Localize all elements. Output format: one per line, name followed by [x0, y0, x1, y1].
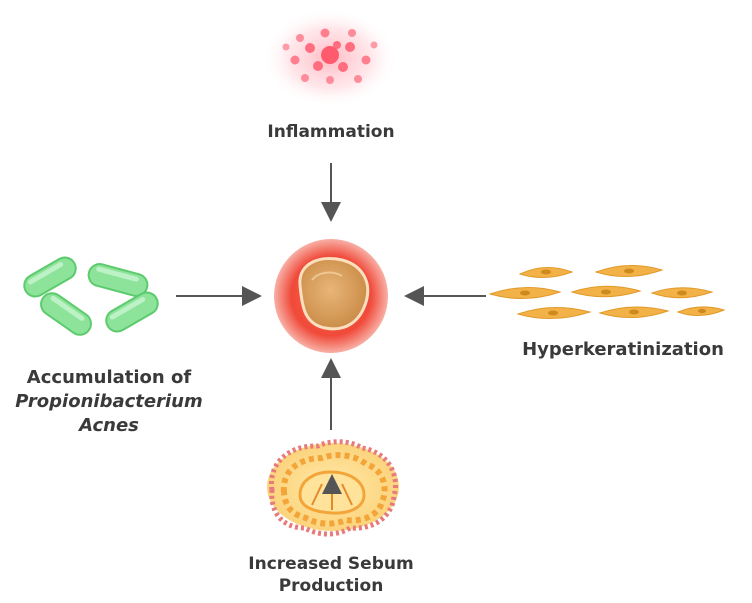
keratinocytes-icon	[488, 264, 726, 320]
sebum-label: Increased Sebum Production	[231, 553, 431, 597]
inflammation-label: Inflammation	[267, 122, 395, 142]
bacteria-label: Accumulation of Propionibacterium Acnes	[0, 366, 218, 438]
sebum-label-line2: Production	[278, 576, 384, 596]
bacteria-label-line3: Acnes	[79, 415, 139, 436]
bacteria-icon	[23, 256, 159, 336]
central-lesion-icon	[274, 239, 388, 353]
flow-arrows	[176, 163, 486, 430]
hyperkeratinization-label: Hyperkeratinization	[522, 339, 724, 360]
sebum-label-line1: Increased Sebum	[248, 554, 414, 574]
sebaceous-gland-icon	[267, 439, 399, 537]
inflammation-icon	[262, 8, 398, 108]
bacteria-label-line2: Propionibacterium	[15, 391, 203, 412]
bacteria-label-line1: Accumulation of	[26, 367, 192, 388]
